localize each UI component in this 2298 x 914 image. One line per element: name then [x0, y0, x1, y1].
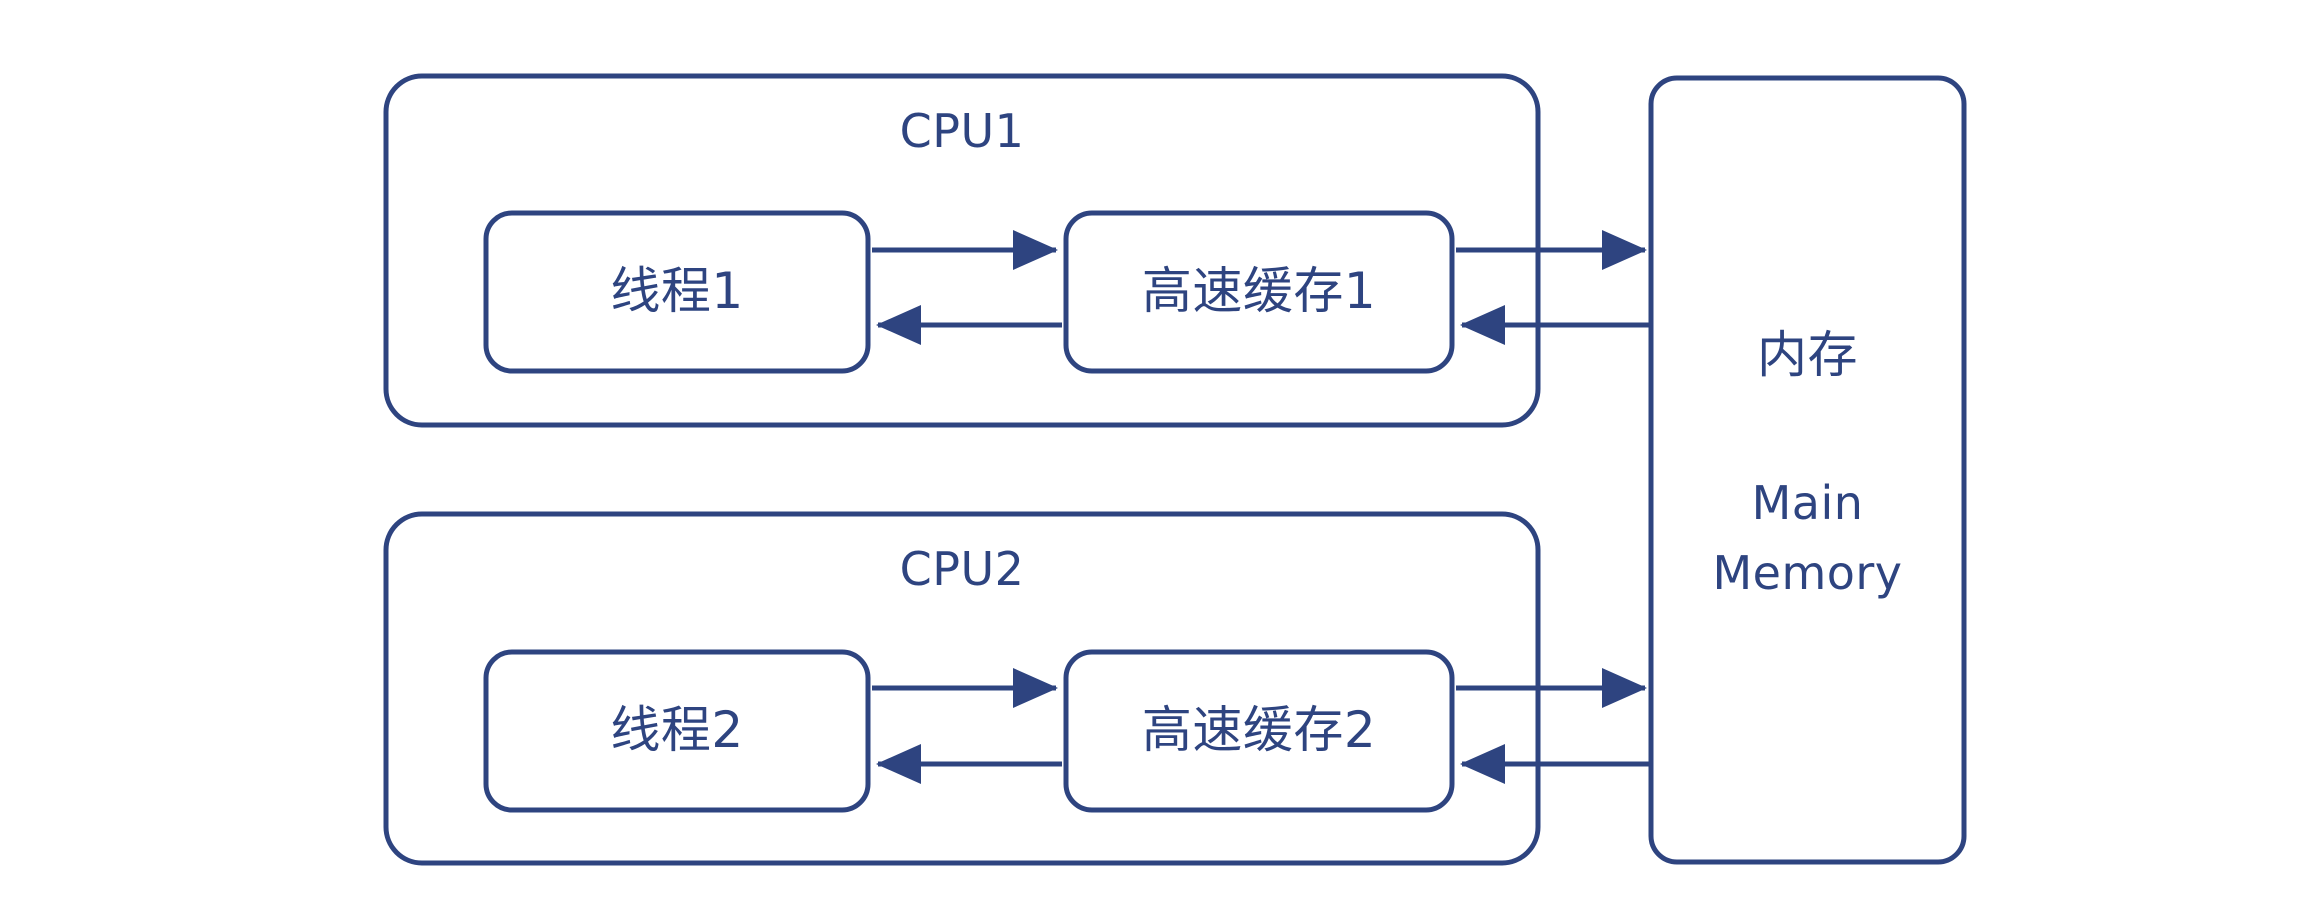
cache2-label: 高速缓存2 — [1141, 701, 1377, 759]
cache1-box — [1063, 210, 1455, 374]
thread1-label: 线程1 — [610, 262, 744, 320]
main-memory-label-en-line2: Memory — [1712, 546, 1903, 600]
main-memory-label-cn: 内存 — [1757, 326, 1858, 384]
cpu2-label: CPU2 — [899, 542, 1025, 596]
thread2-label: 线程2 — [610, 701, 744, 759]
main-memory-box — [1648, 75, 1967, 865]
cache2-box — [1063, 649, 1455, 813]
thread1-box — [483, 210, 871, 374]
thread2-box — [483, 649, 871, 813]
main-memory-label-en-line1: Main — [1751, 476, 1864, 530]
cpu1-label: CPU1 — [899, 104, 1025, 158]
cache1-label: 高速缓存1 — [1141, 262, 1377, 320]
